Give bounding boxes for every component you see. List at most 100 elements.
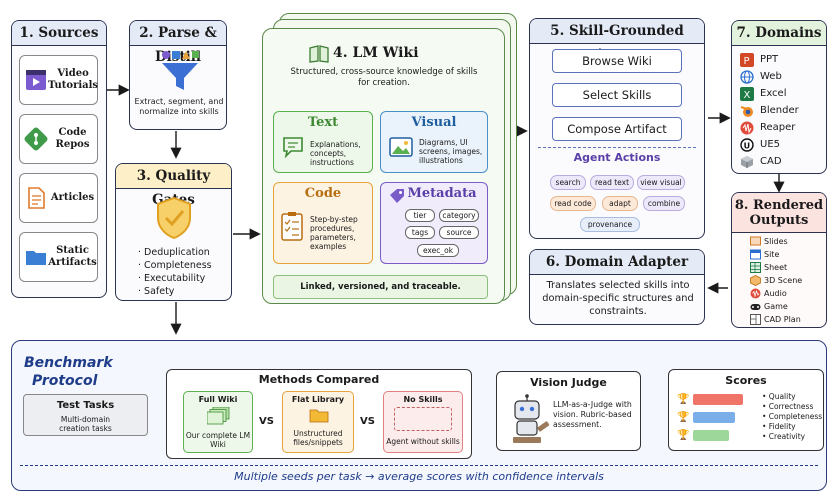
score-item: • Completeness — [762, 412, 823, 421]
test-tasks-desc: Multi-domain creation tasks — [59, 415, 112, 433]
robot-judge-icon — [513, 394, 550, 443]
trophy-icon: 🏆 — [677, 411, 690, 423]
score-item: • Creativity — [762, 432, 806, 441]
methods-box: Methods Compared Full Wiki Our complete … — [166, 369, 472, 459]
output-site: Site — [750, 248, 779, 261]
empty-placeholder — [394, 407, 452, 431]
card-title: Code — [304, 186, 342, 201]
benchmark-panel: Benchmark Protocol Test Tasks Multi-doma… — [11, 340, 827, 491]
method-title: No Skills — [403, 395, 443, 404]
gates-panel: 3. Quality Gates · Deduplication · Compl… — [115, 163, 232, 301]
card-title: Text — [307, 115, 339, 130]
domain-label: PPT — [760, 54, 779, 65]
source-label: Static Artifacts — [48, 245, 97, 268]
svg-text:P: P — [744, 56, 750, 67]
source-static-artifacts: Static Artifacts — [19, 232, 98, 282]
score-item: • Correctness — [762, 402, 814, 411]
output-label: Site — [764, 250, 780, 259]
action-adapt: adapt — [602, 196, 638, 211]
judge-title: Vision Judge — [530, 376, 607, 389]
domain-excel: X Excel — [738, 85, 787, 102]
card-desc: Explanations, concepts, instructions — [310, 140, 361, 167]
output-audio: Audio — [750, 287, 787, 300]
browse-wiki-button[interactable]: Browse Wiki — [552, 49, 682, 73]
adapter-title: 6. Domain Adapter — [530, 250, 704, 275]
gate-item: · Safety — [138, 286, 175, 297]
folder-icon — [309, 409, 329, 423]
funnel-icon — [162, 51, 199, 90]
action-view-visual: view visual — [637, 175, 685, 190]
output-label: Sheet — [764, 263, 788, 272]
score-bar-row: 🏆 — [677, 392, 744, 406]
action-combine: combine — [643, 196, 685, 211]
svg-text:X: X — [744, 90, 751, 101]
score-bar-blue — [693, 411, 736, 423]
video-icon — [24, 67, 48, 93]
plan-icon — [750, 314, 761, 325]
judge-box: Vision Judge LLM-as-a-Judge with vision.… — [496, 371, 641, 451]
benchmark-divider — [20, 465, 818, 466]
parse-title: 2. Parse & Distill — [130, 21, 226, 65]
wiki-footer: Linked, versioned, and traceable. — [273, 275, 488, 299]
output-label: 3D Scene — [764, 276, 803, 285]
wiki-card-code: Code Step-by-step procedures, parameters… — [273, 182, 373, 264]
wiki-subtitle: Structured, cross-source knowledge of sk… — [290, 67, 478, 88]
agent-panel: 5. Skill-Grounded Agent Browse Wiki Sele… — [529, 18, 705, 239]
domain-label: UE5 — [760, 139, 780, 150]
score-bar-red — [693, 393, 744, 405]
benchmark-footer: Multiple seeds per task → average scores… — [234, 470, 604, 483]
trophy-icon: 🏆 — [677, 429, 690, 441]
action-provenance: provenance — [580, 217, 640, 232]
select-skills-button[interactable]: Select Skills — [552, 83, 682, 107]
gates-title: 3. Quality Gates — [116, 164, 231, 208]
domain-label: Reaper — [760, 122, 796, 133]
method-title: Flat Library — [291, 395, 345, 404]
agent-title: 5. Skill-Grounded Agent — [530, 19, 704, 63]
output-label: Audio — [764, 289, 787, 298]
wiki-title: 4. LM Wiki — [333, 45, 419, 61]
globe-icon — [738, 69, 756, 85]
wiki-panel: 4. LM Wiki Structured, cross-source know… — [262, 28, 505, 304]
compose-artifact-button[interactable]: Compose Artifact — [552, 117, 682, 141]
scores-title: Scores — [725, 374, 767, 387]
metadata-tag: source — [439, 226, 479, 239]
unreal-icon: U — [738, 137, 756, 153]
score-item: • Fidelity — [762, 422, 796, 431]
audio-icon — [750, 288, 761, 299]
cube-icon — [750, 275, 761, 286]
git-icon — [24, 126, 48, 152]
scores-box: Scores 🏆 🏆 🏆 • Quality • Correctness • C… — [668, 369, 824, 451]
speech-bubble-icon — [283, 137, 303, 158]
action-search: search — [550, 175, 586, 190]
domain-label: Excel — [760, 88, 787, 99]
score-bar-row: 🏆 — [677, 410, 736, 424]
image-icon — [389, 137, 413, 157]
vs-label: VS — [360, 416, 375, 427]
blender-icon — [738, 103, 756, 119]
tag-icon — [390, 189, 404, 203]
gate-item: · Completeness — [138, 260, 212, 271]
domain-label: Web — [760, 71, 782, 82]
method-title: Full Wiki — [198, 395, 238, 404]
output-cad-plan: CAD Plan — [750, 313, 801, 326]
output-label: Game — [764, 302, 788, 311]
checklist-icon — [281, 212, 303, 241]
card-desc: Step-by-step procedures, parameters, exa… — [310, 215, 358, 251]
outputs-title-text: 8. Rendered Outputs — [734, 198, 824, 228]
source-label: Code Repos — [55, 127, 90, 150]
wiki-footer-text: Linked, versioned, and traceable. — [300, 282, 461, 292]
wiki-card-text: Text Explanations, concepts, instruction… — [273, 111, 373, 173]
metadata-tag: exec_ok — [417, 244, 459, 257]
domain-label: CAD — [760, 156, 782, 167]
domain-ppt: P PPT — [738, 51, 778, 68]
output-game: Game — [750, 300, 788, 313]
audio-wave-icon — [738, 120, 756, 136]
gate-item: · Executability — [138, 273, 206, 284]
method-desc: Unstructured files/snippets — [293, 429, 343, 447]
source-label: Video Tutorials — [48, 68, 99, 91]
shield-check-icon — [157, 196, 191, 240]
sources-title: 1. Sources — [12, 21, 106, 46]
output-label: CAD Plan — [764, 315, 801, 324]
benchmark-title-line2: Protocol — [32, 373, 98, 389]
outputs-panel: 8. Rendered Outputs Slides Site Sheet 3D… — [731, 192, 827, 328]
